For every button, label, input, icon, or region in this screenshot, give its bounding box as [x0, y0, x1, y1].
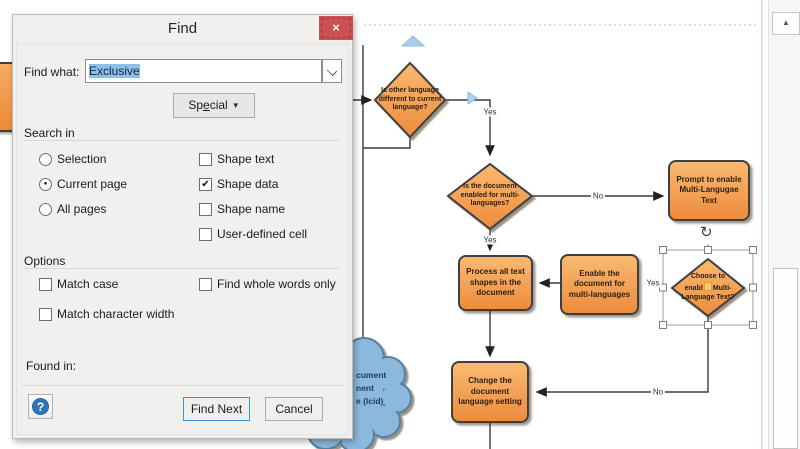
find-dialog: Find × Find what: Exclusive Special▼ Sea…	[12, 14, 353, 439]
scroll-up-icon[interactable]: ▲	[772, 12, 800, 35]
decision-other-language-shape[interactable]	[373, 61, 447, 139]
vertical-scrollbar[interactable]: ▲	[768, 0, 800, 449]
rotate-handle-icon[interactable]: ↻	[700, 224, 713, 241]
group-rule	[24, 140, 340, 141]
checkbox-find-whole-words-label[interactable]: Find whole words only	[217, 277, 336, 291]
checkbox-find-whole-words[interactable]	[199, 278, 212, 291]
checkbox-match-character-width-label[interactable]: Match character width	[57, 307, 175, 321]
process-enable-document[interactable]: Enable the document for multi-languages	[560, 254, 639, 315]
connector-label-no-2: No	[650, 387, 666, 397]
checkbox-shape-name[interactable]	[199, 203, 212, 216]
checkbox-user-defined-cell[interactable]	[199, 228, 212, 241]
checkbox-user-defined-cell-label[interactable]: User-defined cell	[217, 227, 308, 241]
cancel-button[interactable]: Cancel	[265, 397, 323, 421]
radio-selection[interactable]	[39, 153, 52, 166]
special-button[interactable]: Special▼	[173, 93, 255, 118]
process-all-text-shapes[interactable]: Process all text shapes in the document	[458, 255, 533, 311]
separator	[22, 385, 343, 386]
connector-yes-1[interactable]	[445, 99, 495, 157]
find-next-button[interactable]: Find Next	[183, 397, 250, 421]
process-prompt-enable[interactable]: Prompt to enable Multi-Langugae Text	[668, 160, 750, 221]
dialog-title: Find	[167, 20, 198, 37]
scrollbar-thumb[interactable]	[773, 268, 798, 449]
find-what-input[interactable]: Exclusive	[85, 59, 322, 83]
radio-current-page[interactable]: ●	[39, 178, 52, 191]
checkbox-match-character-width[interactable]	[39, 308, 52, 321]
connector-decision1-bottom[interactable]	[363, 137, 411, 149]
connectors[interactable]	[352, 45, 709, 449]
connector-no-2[interactable]	[535, 316, 709, 397]
decision-doc-enabled-shape[interactable]	[446, 162, 534, 231]
connector-label-yes-2: Yes	[481, 235, 499, 245]
radio-current-page-label[interactable]: Current page	[57, 177, 128, 191]
checkbox-match-case-label[interactable]: Match case	[57, 277, 119, 291]
find-what-label: Find what:	[24, 65, 80, 79]
checkbox-shape-text[interactable]	[199, 153, 212, 166]
selected-text: Exclusive	[89, 64, 140, 78]
selection-handles[interactable]	[659, 246, 757, 329]
checkbox-shape-data[interactable]: ✔	[199, 178, 212, 191]
help-icon: ?	[32, 398, 49, 415]
decision-other-language-text: Is other language different to current l…	[378, 86, 442, 112]
radio-all-pages-label[interactable]: All pages	[57, 202, 107, 216]
chevron-down-icon	[326, 65, 338, 77]
special-dropdown-arrow-icon: ▼	[231, 101, 240, 110]
search-in-group-label: Search in	[24, 126, 75, 140]
connector-label-yes-1: Yes	[481, 107, 499, 117]
options-group-label: Options	[24, 254, 66, 268]
close-icon: ×	[332, 20, 340, 35]
found-in-label: Found in:	[26, 359, 77, 373]
connector-label-no-1: No	[590, 191, 606, 201]
connector-label-yes-3: Yes	[644, 278, 662, 288]
checkbox-shape-data-label[interactable]: Shape data	[217, 177, 279, 191]
help-button[interactable]: ?	[28, 394, 53, 419]
close-button[interactable]: ×	[319, 16, 353, 40]
checkbox-shape-name-label[interactable]: Shape name	[217, 202, 286, 216]
found-text-highlight	[703, 282, 712, 292]
checkbox-shape-text-label[interactable]: Shape text	[217, 152, 275, 166]
group-rule	[24, 268, 340, 269]
checkbox-match-case[interactable]	[39, 278, 52, 291]
autoconnect-right-icon[interactable]	[467, 91, 478, 105]
decision-doc-enabled-text: Is the document enabled for multi-langua…	[460, 182, 520, 208]
radio-selection-label[interactable]: Selection	[57, 152, 107, 166]
find-what-dropdown-button[interactable]	[322, 59, 342, 83]
process-change-language[interactable]: Change the document language setting	[451, 361, 529, 423]
radio-all-pages[interactable]	[39, 203, 52, 216]
autoconnect-up-icon[interactable]	[400, 35, 426, 47]
